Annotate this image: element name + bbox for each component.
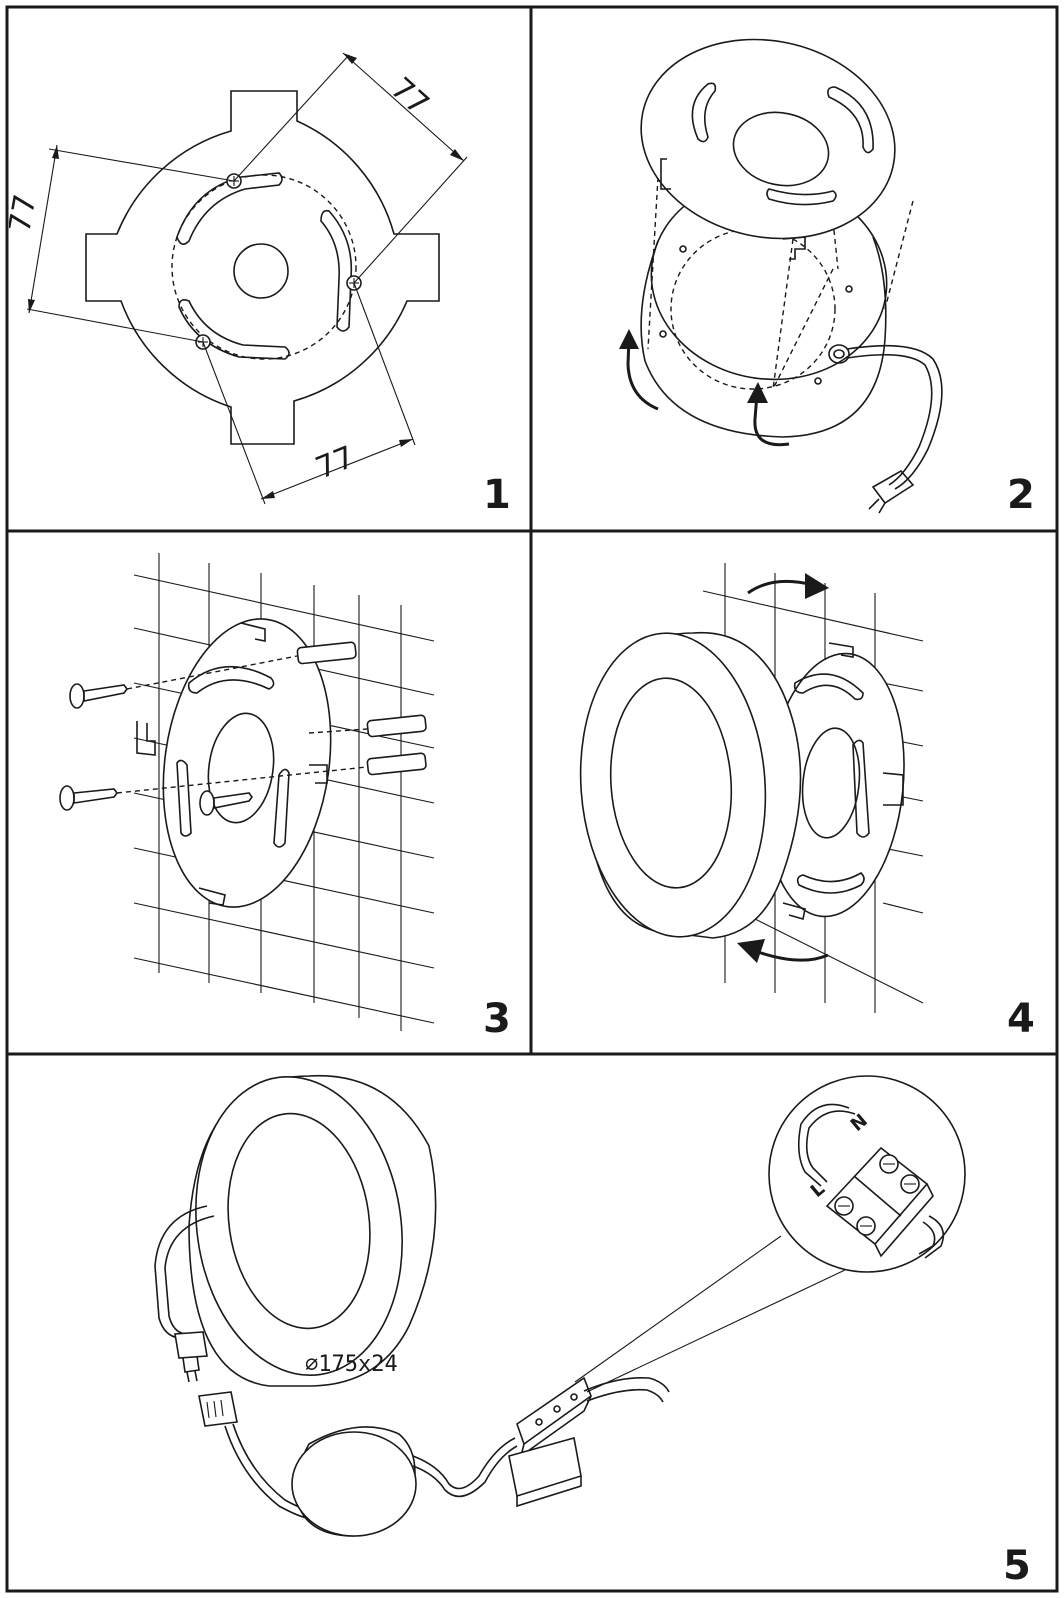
fixture-size-label: ⌀175x24 — [305, 1352, 398, 1377]
terminal-block — [516, 1376, 592, 1458]
panel-step-5: N L ⌀175x24 5 — [9, 1056, 1055, 1589]
panel-step-2: 2 — [533, 9, 1055, 529]
fixture-twist-lock-drawing — [579, 563, 924, 1013]
panel-step-3: 3 — [9, 533, 529, 1052]
step-number: 2 — [1007, 472, 1035, 518]
screw — [69, 655, 298, 709]
wiring-diagram: N L — [154, 1074, 966, 1537]
mounting-plate-dimension-drawing: 77 77 77 — [9, 52, 468, 505]
wall-mounting-drawing — [59, 553, 435, 1031]
wall-anchor — [366, 752, 427, 776]
terminal-cover — [508, 1436, 582, 1508]
socket-connector — [198, 1391, 238, 1427]
driver-unit — [291, 1426, 417, 1537]
plug-connector — [174, 1331, 208, 1383]
fixture-front-view — [188, 1074, 437, 1387]
dimension-left: 77 — [9, 144, 235, 343]
dimension-top-right: 77 — [233, 52, 468, 284]
wiring-detail-magnifier: N L — [768, 1075, 966, 1273]
fixture-exploded-view — [619, 38, 943, 514]
dimension-label: 77 — [9, 192, 44, 236]
screw — [199, 790, 253, 816]
wall-anchor — [366, 714, 427, 738]
dimension-label: 77 — [311, 440, 360, 487]
wall-anchor — [296, 641, 357, 665]
step-number: 5 — [1003, 1543, 1031, 1589]
screw — [59, 766, 368, 811]
panel-step-4: 4 — [533, 533, 1055, 1052]
dimension-label: 77 — [384, 71, 436, 123]
step-number: 1 — [483, 472, 511, 518]
panel-step-1: 77 77 77 1 — [9, 9, 529, 529]
step-number: 4 — [1007, 996, 1035, 1042]
dimension-bottom: 77 — [202, 282, 416, 505]
step-number: 3 — [483, 996, 511, 1042]
